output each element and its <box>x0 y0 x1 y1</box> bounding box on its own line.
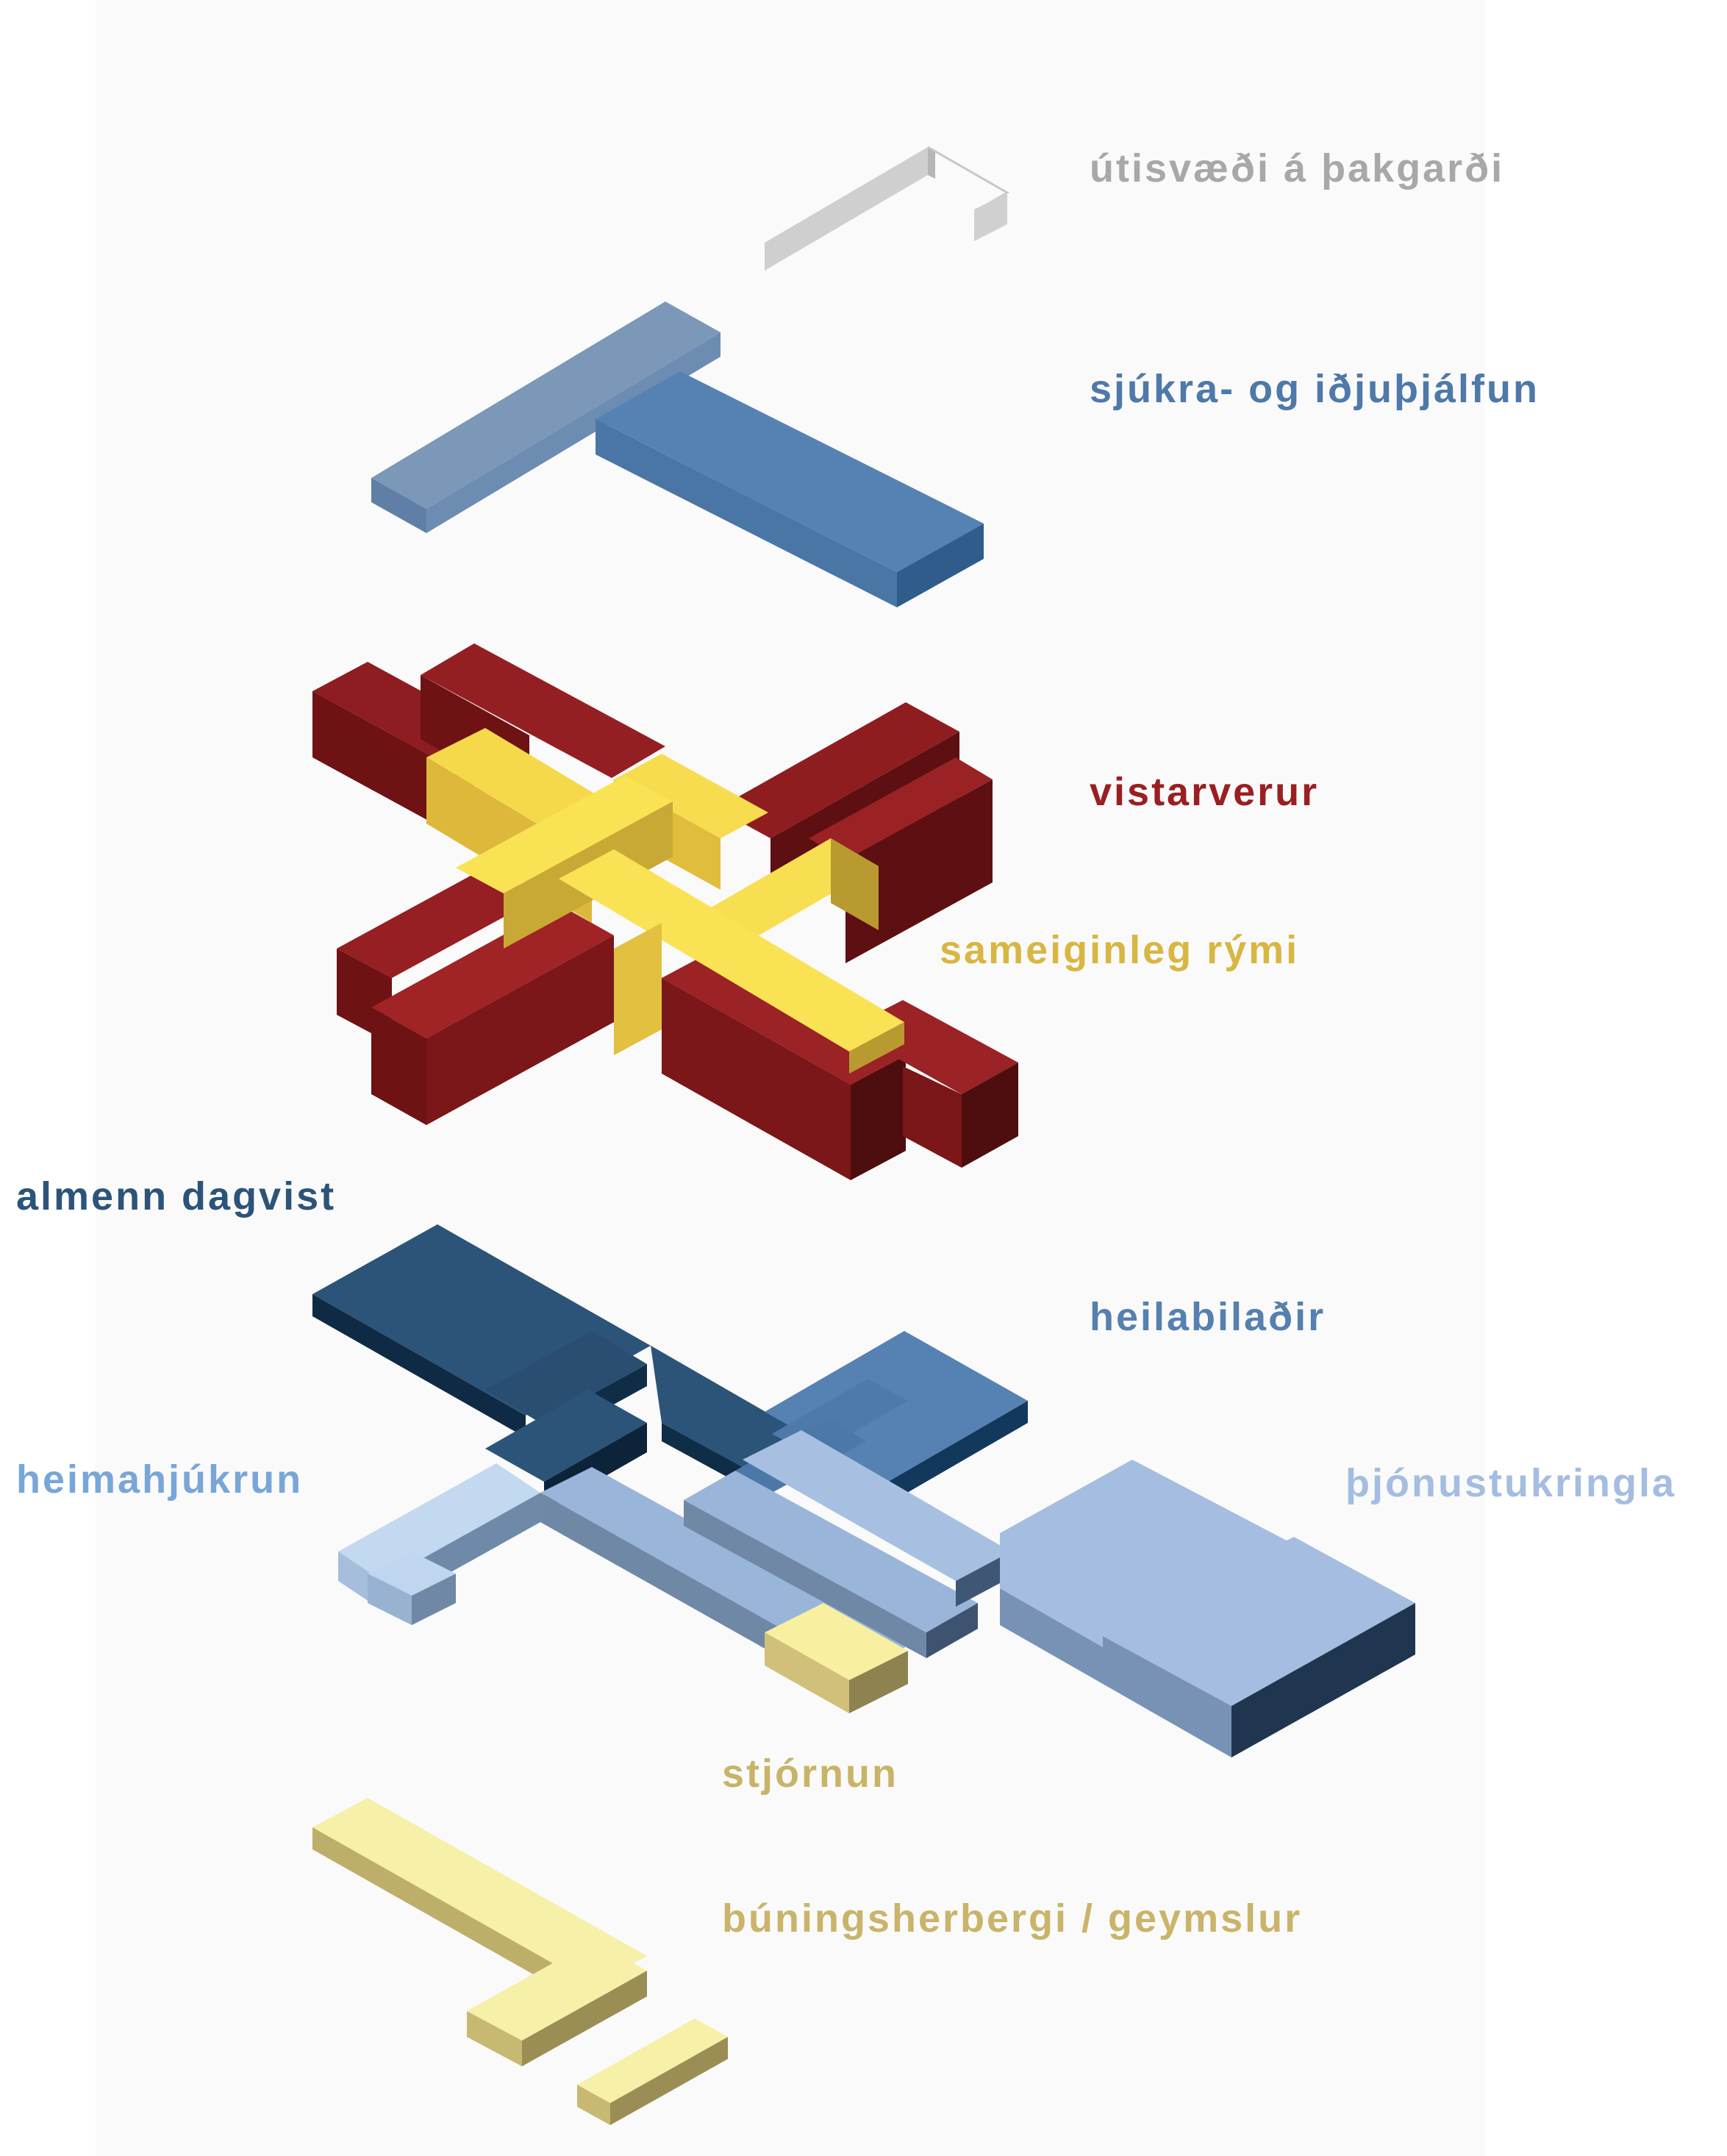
label-administration: stjórnun <box>722 1752 898 1796</box>
label-general-daycare: almenn dagvist <box>16 1174 337 1218</box>
layer-physiotherapy <box>371 301 984 607</box>
layer-administration <box>765 1603 908 1713</box>
label-home-nursing: heimahjúkrun <box>16 1457 304 1502</box>
layer-outdoor-roof-garden <box>765 146 1010 271</box>
label-common-spaces: sameiginleg rými <box>940 928 1300 972</box>
label-outdoor-roof-garden: útisvæði á þakgarði <box>1090 146 1505 190</box>
label-physiotherapy: sjúkra- og iðjuþjálfun <box>1090 367 1540 411</box>
layer-general-daycare <box>312 1224 823 1511</box>
label-dementia-unit: heilabilaðir <box>1090 1295 1326 1339</box>
label-service-center: þjónustukringla <box>1345 1461 1676 1505</box>
layer-service-center <box>540 1430 1415 1757</box>
layer-common-spaces <box>426 728 904 1074</box>
label-changing-rooms-storage: búningsherbergi / geymslur <box>722 1896 1303 1941</box>
layer-changing-rooms-storage <box>312 1798 728 2125</box>
label-living-quarters: vistarverur <box>1090 770 1320 814</box>
layer-home-nursing <box>338 1463 540 1625</box>
